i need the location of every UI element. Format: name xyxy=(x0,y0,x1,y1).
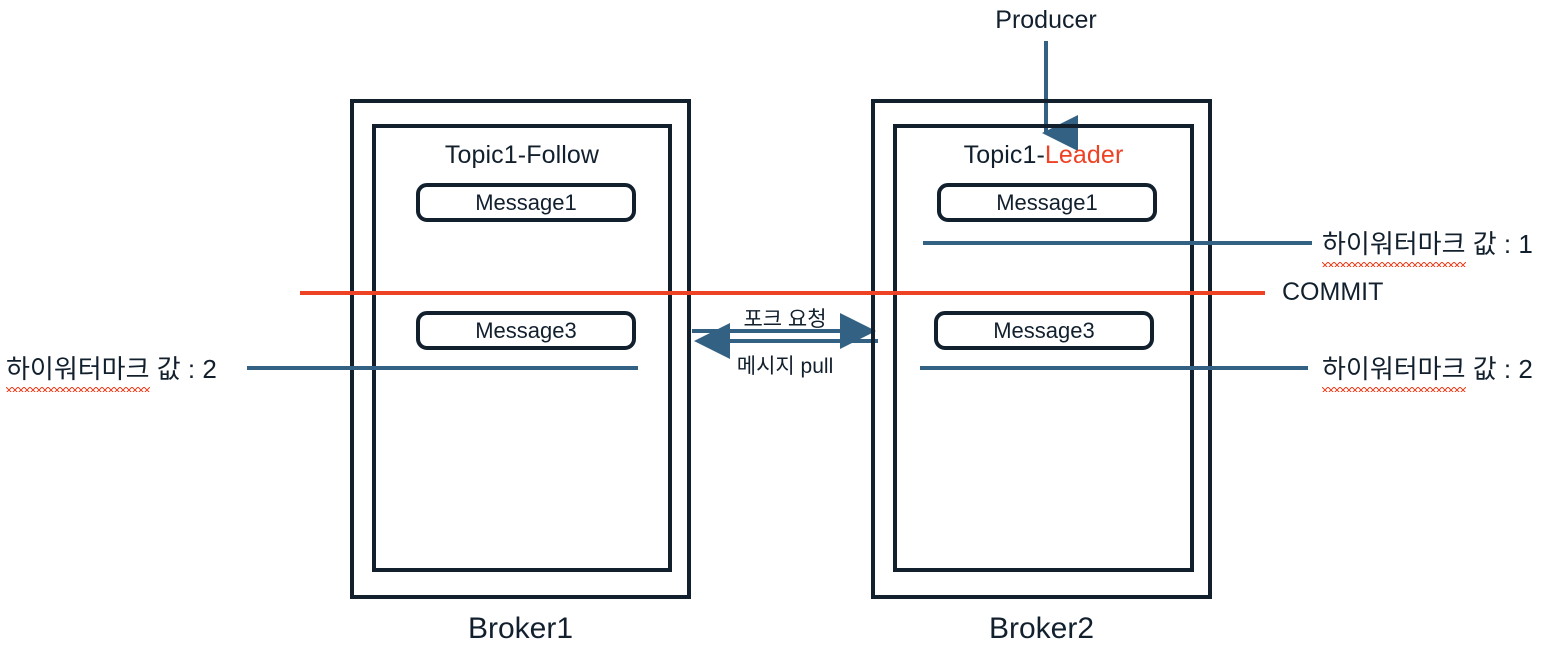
follower-highwatermark-2-line xyxy=(247,366,638,370)
commit-label-text: COMMIT xyxy=(1282,278,1384,306)
broker2-message-1: Message1 xyxy=(937,183,1157,222)
broker2-topic-prefix: Topic1- xyxy=(963,141,1045,169)
broker1-message-3: Message3 xyxy=(416,311,636,350)
leader-highwatermark-2-suffix: 값 : 2 xyxy=(1465,354,1533,384)
leader-highwatermark-1-label: 하이워터마크 값 : 1 xyxy=(1322,224,1533,267)
producer-label: Producer xyxy=(946,6,1146,35)
broker2-message-3-label: Message3 xyxy=(993,317,1095,343)
broker1-message-1: Message1 xyxy=(416,183,636,222)
follower-highwatermark-2-korean: 하이워터마크 xyxy=(6,349,150,392)
leader-highwatermark-1-line xyxy=(923,241,1312,245)
fork-request-label: 포크 요청 xyxy=(690,303,880,333)
broker1-topic-prefix: Topic1- xyxy=(444,141,527,169)
broker2-caption-label: Broker2 xyxy=(988,612,1095,645)
broker2-caption: Broker2 xyxy=(871,612,1212,646)
producer-label-text: Producer xyxy=(995,6,1097,34)
broker1-outer-frame xyxy=(350,99,691,599)
broker1-inner-frame xyxy=(372,124,672,572)
broker1-message-1-label: Message1 xyxy=(475,189,577,215)
broker1-topic-title: Topic1-Follow xyxy=(372,141,672,170)
broker2-topic-role: Leader xyxy=(1044,141,1124,169)
broker1-message-3-label: Message3 xyxy=(475,317,577,343)
broker1-topic-role: Follow xyxy=(526,141,600,169)
broker2-topic-title: Topic1-Leader xyxy=(893,141,1194,170)
follower-highwatermark-2-suffix: 값 : 2 xyxy=(149,354,217,384)
message-pull-label-text: 메시지 pull xyxy=(736,355,834,378)
broker2-outer-frame xyxy=(871,99,1212,599)
message-pull-label: 메시지 pull xyxy=(690,350,880,380)
follower-highwatermark-2-label: 하이워터마크 값 : 2 xyxy=(6,349,217,392)
broker2-inner-frame xyxy=(893,124,1194,572)
leader-highwatermark-1-korean: 하이워터마크 xyxy=(1322,224,1466,267)
broker1-caption-label: Broker1 xyxy=(467,612,574,645)
broker2-message-3: Message3 xyxy=(934,311,1154,350)
leader-highwatermark-2-label: 하이워터마크 값 : 2 xyxy=(1322,349,1533,392)
commit-line xyxy=(300,291,1265,295)
commit-label: COMMIT xyxy=(1282,278,1383,307)
leader-highwatermark-2-line xyxy=(920,366,1308,370)
broker2-message-1-label: Message1 xyxy=(996,189,1098,215)
broker1-caption: Broker1 xyxy=(350,612,691,646)
leader-highwatermark-2-korean: 하이워터마크 xyxy=(1322,349,1466,392)
leader-highwatermark-1-suffix: 값 : 1 xyxy=(1465,229,1533,259)
fork-request-label-text: 포크 요청 xyxy=(743,308,827,331)
